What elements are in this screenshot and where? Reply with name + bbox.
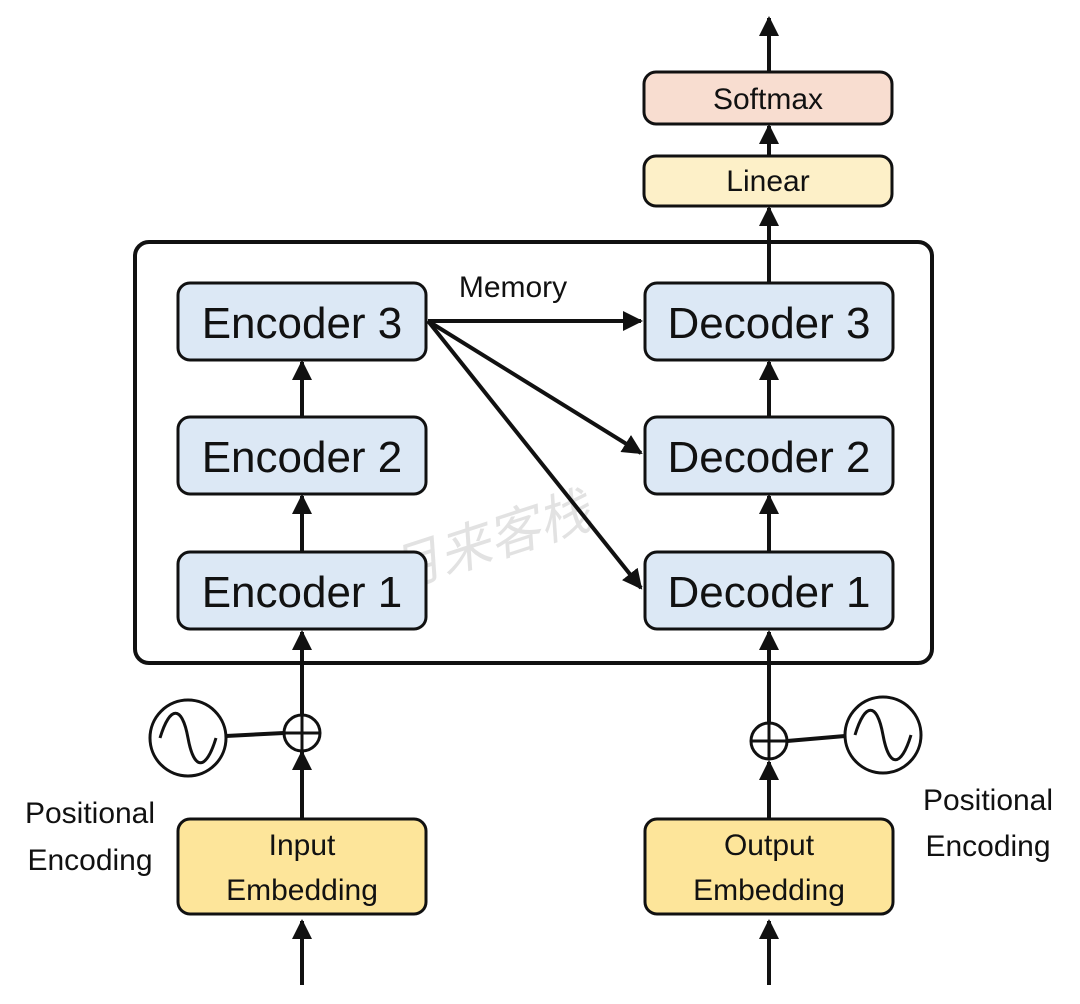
encoder-decoder-container: [133, 240, 934, 665]
input-embedding-line1: Input: [269, 829, 336, 862]
positional-encoding-left-line1: Positional: [25, 797, 155, 830]
positional-encoding-right-line2: Encoding: [925, 830, 1050, 863]
softmax-label: Softmax: [713, 83, 823, 116]
positional-encoding-left-line2: Encoding: [27, 844, 152, 877]
output-embedding-block: Output Embedding: [643, 817, 895, 916]
input-embedding-line2: Embedding: [226, 874, 378, 907]
input-embedding-block: Input Embedding: [176, 817, 428, 916]
memory-label: Memory: [459, 271, 567, 304]
decoder-2-label: Decoder 2: [667, 433, 870, 482]
memory-to-decoder1-arrow: [426, 319, 643, 590]
input-add-icon: [282, 713, 322, 753]
decoder-3-label: Decoder 3: [667, 299, 870, 348]
encoder-3-label: Encoder 3: [202, 299, 403, 348]
decoder-2-block: Decoder 2: [643, 415, 895, 496]
output-add-icon: [749, 721, 789, 761]
encoder-1-label: Encoder 1: [202, 568, 403, 617]
output-embedding-line2: Embedding: [693, 874, 845, 907]
sine-wave-icon: [148, 698, 228, 778]
decoder-3-block: Decoder 3: [643, 281, 895, 362]
output-pe-connector: [786, 734, 846, 743]
output-embedding-line1: Output: [724, 829, 815, 862]
input-pe-connector: [225, 731, 285, 738]
encoder-2-block: Encoder 2: [176, 415, 428, 496]
positional-encoding-right-line1: Positional: [923, 784, 1053, 817]
decoder-1-block: Decoder 1: [643, 550, 895, 631]
linear-block: Linear: [642, 154, 894, 208]
decoder-1-label: Decoder 1: [667, 568, 870, 617]
softmax-block: Softmax: [642, 70, 894, 126]
memory-to-decoder2-arrow: [426, 319, 643, 455]
encoder-3-block: Encoder 3: [176, 281, 428, 362]
encoder-1-block: Encoder 1: [176, 550, 428, 631]
sine-wave-icon: [843, 695, 923, 775]
linear-label: Linear: [726, 165, 809, 198]
encoder-2-label: Encoder 2: [202, 433, 403, 482]
